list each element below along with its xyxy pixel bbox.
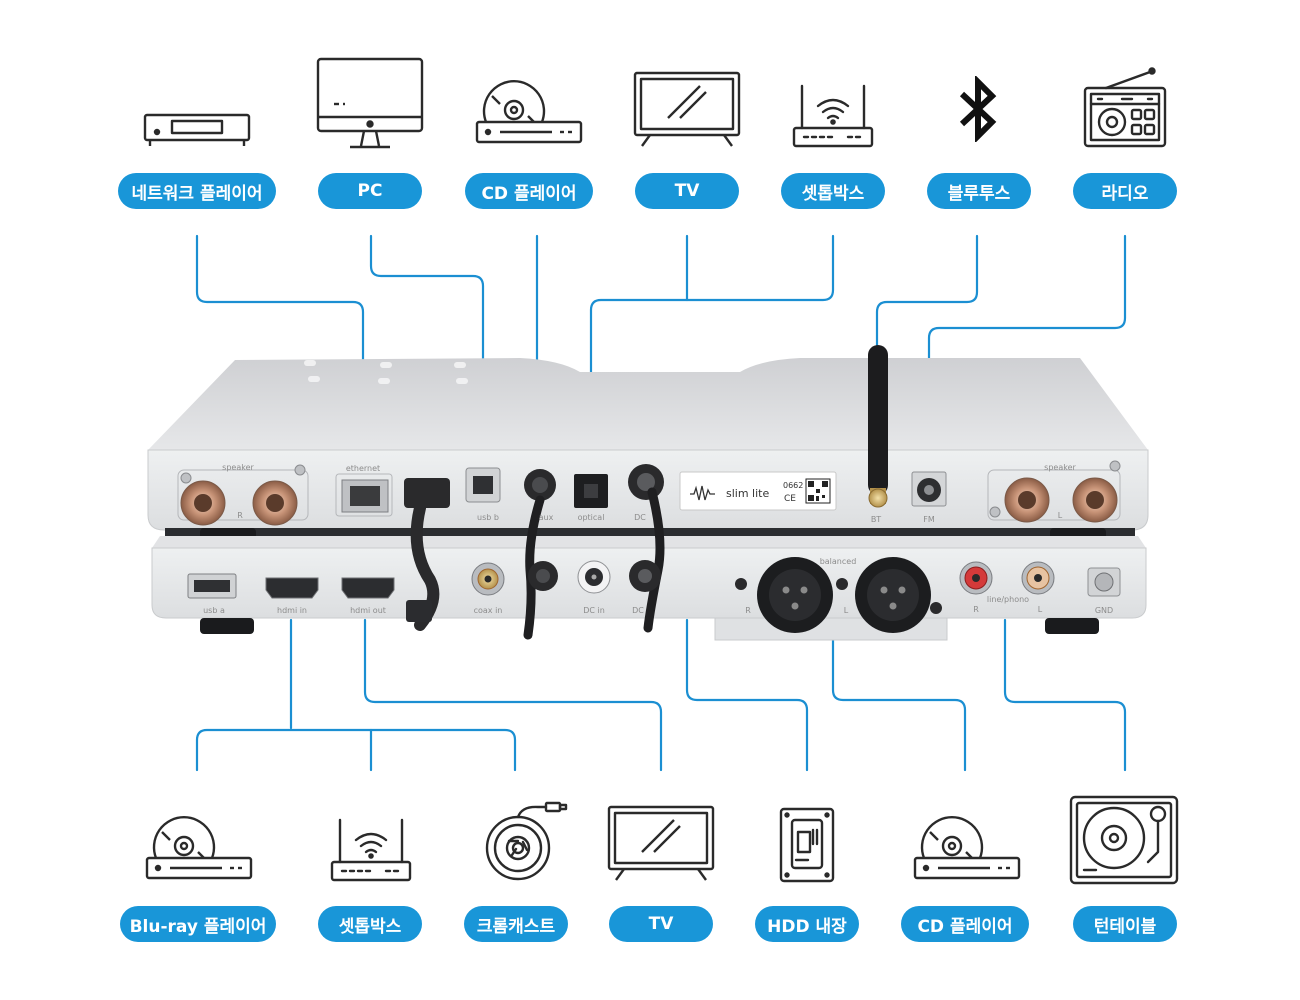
- router-icon: [328, 816, 414, 884]
- top-label-bluetooth: 블루투스: [927, 173, 1031, 209]
- bottom-label-settopbox: 셋톱박스: [318, 906, 422, 942]
- port-label-bal-r: R: [745, 606, 751, 615]
- port-label-usb-a: usb a: [203, 606, 225, 615]
- line-turntable: [1003, 618, 1127, 772]
- port-label-bt: BT: [871, 515, 881, 524]
- port-label-hdmi-in: hdmi in: [277, 606, 307, 615]
- top-label-pc: PC: [318, 173, 422, 209]
- port-label-dc-in: DC in: [583, 606, 605, 615]
- port-label-lp-r: R: [973, 605, 979, 614]
- port-label-fm: FM: [923, 515, 935, 524]
- tv-icon: [632, 70, 742, 150]
- line-network-player: [195, 234, 365, 488]
- line-radio: [927, 234, 1127, 478]
- upper-unit-top: [148, 358, 1148, 450]
- port-label-dc-lower: DC: [632, 606, 644, 615]
- port-label-balanced: balanced: [820, 557, 857, 566]
- port-label-speaker-r: speaker: [222, 463, 254, 472]
- pc-monitor-icon: [314, 56, 426, 152]
- bottom-label-bluray: Blu-ray 플레이어: [120, 906, 276, 942]
- line-cd-player-bottom: [831, 618, 967, 772]
- network-player-icon: [140, 110, 254, 150]
- top-label-tv: TV: [635, 173, 739, 209]
- bottom-label-turntable: 턴테이블: [1073, 906, 1177, 942]
- line-bluray-branch: [195, 728, 517, 772]
- radio-icon: [1082, 66, 1168, 150]
- bt-antenna: [868, 345, 888, 495]
- port-label-optical: optical: [578, 513, 605, 522]
- port-label-l: L: [1058, 511, 1063, 520]
- xlr-right: [735, 557, 833, 633]
- qr-code: [805, 478, 831, 504]
- line-tv-bottom: [363, 618, 663, 772]
- top-label-network-player: 네트워크 플레이어: [118, 173, 276, 209]
- line-hdd: [685, 618, 809, 772]
- line-bluetooth: [875, 234, 979, 347]
- port-label-aux: aux: [539, 513, 554, 522]
- top-label-radio: 라디오: [1073, 173, 1177, 209]
- port-label-r: R: [237, 511, 243, 520]
- model-code: 0662: [783, 481, 803, 490]
- bottom-label-chromecast: 크롬캐스트: [464, 906, 568, 942]
- top-label-settopbox: 셋톱박스: [781, 173, 885, 209]
- bluetooth-icon: [956, 76, 1000, 142]
- top-vents: [304, 360, 468, 384]
- brand-name: slim lite: [726, 487, 769, 500]
- xlr-left: [836, 557, 942, 633]
- top-label-cd-player: CD 플레이어: [465, 173, 593, 209]
- port-label-ethernet: ethernet: [346, 464, 380, 473]
- turntable-icon: [1068, 794, 1180, 886]
- port-label-line-phono: line/phono: [987, 595, 1029, 604]
- line-pc: [369, 234, 485, 468]
- port-label-hdmi-out: hdmi out: [350, 606, 386, 615]
- cd-player-icon: [474, 78, 584, 148]
- router-icon: [790, 82, 876, 150]
- ce-mark: CE: [784, 494, 796, 504]
- port-label-lp-l: L: [1038, 605, 1043, 614]
- hdd-icon: [778, 806, 836, 884]
- cd-player-icon: [912, 814, 1022, 884]
- bottom-label-cd-player: CD 플레이어: [901, 906, 1029, 942]
- chromecast-icon: [482, 798, 574, 884]
- bottom-label-hdd: HDD 내장: [755, 906, 859, 942]
- line-settopbox-top: [589, 234, 835, 468]
- bluray-player-icon: [144, 814, 254, 884]
- lower-unit-top: [152, 536, 1146, 548]
- port-label-bal-l: L: [844, 606, 849, 615]
- port-label-dc-upper: DC: [634, 513, 646, 522]
- product-sticker: [679, 471, 837, 511]
- port-label-usb-b: usb b: [477, 513, 499, 522]
- bottom-label-tv: TV: [609, 906, 713, 942]
- port-label-speaker-l: speaker: [1044, 463, 1076, 472]
- tv-icon: [606, 804, 716, 884]
- port-label-coax-in: coax in: [474, 606, 503, 615]
- port-label-gnd: GND: [1095, 606, 1113, 615]
